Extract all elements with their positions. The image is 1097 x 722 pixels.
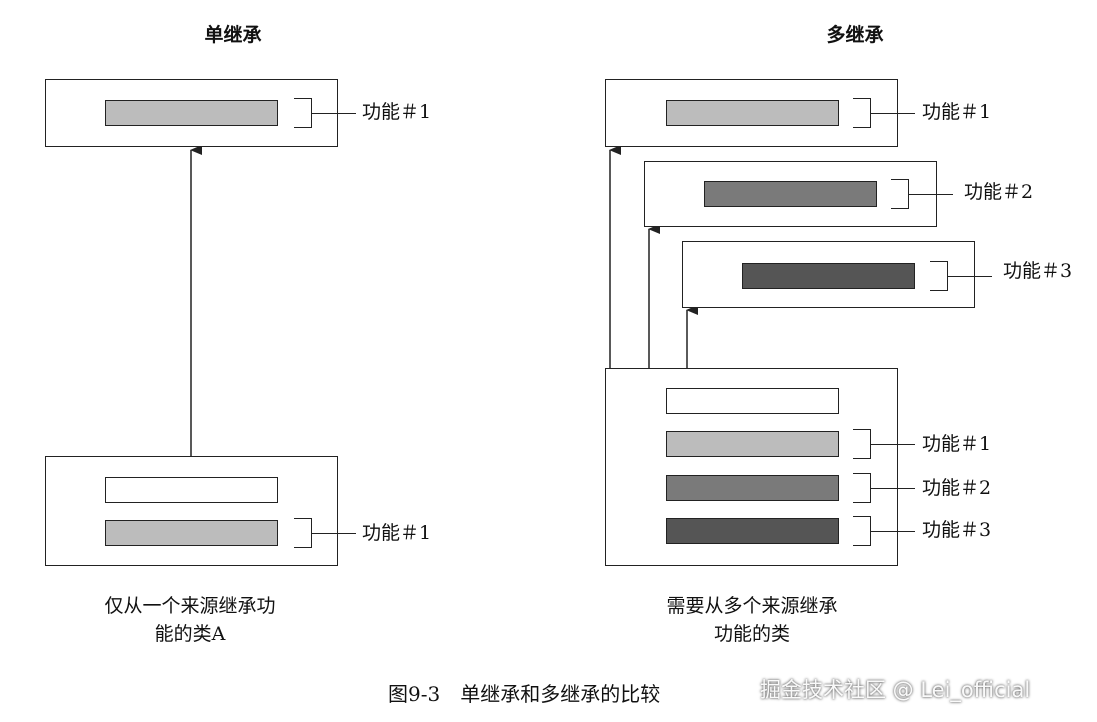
multi-child-bar-2 — [666, 475, 839, 501]
multi-parent-1-bar — [666, 100, 839, 126]
multi-child-bracket-1 — [853, 429, 871, 459]
single-caption-line2: 能的类A — [154, 623, 226, 645]
single-parent-leader — [312, 113, 356, 114]
multi-parent-1-bracket — [853, 98, 871, 128]
single-caption: 仅从一个来源继承功 能的类A — [60, 592, 320, 648]
multi-child-label-3: 功能＃3 — [922, 519, 992, 541]
single-parent-bracket — [294, 98, 312, 128]
multi-child-bar-1 — [666, 431, 839, 457]
multiple-inheritance-heading: 多继承 — [826, 24, 884, 46]
multi-parent-2-label: 功能＃2 — [964, 181, 1034, 203]
single-child-bracket — [294, 518, 312, 548]
multi-child-label-1: 功能＃1 — [922, 433, 992, 455]
multi-parent-3-bar — [742, 263, 915, 289]
single-child-own-bar — [105, 477, 278, 503]
multi-parent-2-bracket — [891, 179, 909, 209]
single-child-feature-bar — [105, 520, 278, 546]
multi-parent-1-label: 功能＃1 — [922, 101, 992, 123]
single-child-leader — [312, 533, 356, 534]
multi-caption-line1: 需要从多个来源继承 — [666, 595, 838, 617]
multi-caption: 需要从多个来源继承 功能的类 — [620, 592, 884, 648]
single-caption-line1: 仅从一个来源继承功 — [104, 595, 276, 617]
single-parent-label: 功能＃1 — [362, 101, 432, 123]
multi-caption-line2: 功能的类 — [713, 623, 790, 645]
single-child-class — [45, 456, 338, 566]
multi-child-bracket-3 — [853, 516, 871, 546]
single-child-label: 功能＃1 — [362, 522, 432, 544]
single-inheritance-heading: 单继承 — [204, 24, 262, 46]
multi-parent-3-leader — [948, 276, 992, 277]
multi-child-bracket-2 — [853, 473, 871, 503]
multi-child-label-2: 功能＃2 — [922, 477, 992, 499]
multi-parent-1-leader — [871, 113, 915, 114]
multi-child-leader-3 — [871, 531, 915, 532]
multi-child-bar-3 — [666, 518, 839, 544]
multi-parent-3-label: 功能＃3 — [1003, 260, 1073, 282]
multi-parent-2-leader — [909, 194, 953, 195]
multi-parent-3-bracket — [930, 261, 948, 291]
single-parent-feature-bar — [105, 100, 278, 126]
multi-child-leader-1 — [871, 444, 915, 445]
figure-caption: 图9-3 单继承和多继承的比较 — [388, 682, 661, 706]
multi-child-leader-2 — [871, 488, 915, 489]
multi-parent-2-bar — [704, 181, 877, 207]
watermark: 掘金技术社区 @ Lei_official — [760, 678, 1031, 702]
multi-child-own-bar — [666, 388, 839, 414]
